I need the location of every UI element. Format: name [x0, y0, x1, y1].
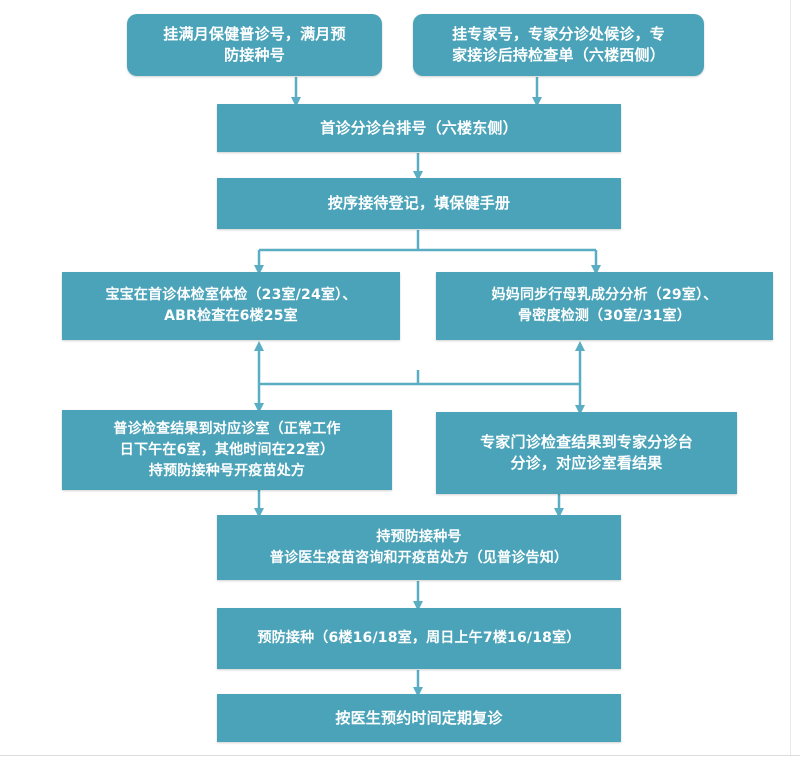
node-routine-register: 挂满月保健普诊号，满月预 防接种号	[127, 14, 382, 76]
node-baby-exam: 宝宝在首诊体检室体检（23室/24室）、 ABR检查在6楼25室	[62, 272, 400, 340]
node-triage-desk: 首诊分诊台排号（六楼东侧）	[217, 104, 621, 152]
node-follow-up: 按医生预约时间定期复诊	[217, 694, 621, 742]
node-vaccination: 预防接种（6楼16/18室，周日上午7楼16/18室）	[217, 608, 621, 669]
node-sequential-registration: 按序接待登记，填保健手册	[217, 178, 621, 229]
node-mother-exam: 妈妈同步行母乳成分分析（29室）、 骨密度检测（30室/31室）	[436, 272, 773, 340]
node-routine-results: 普诊检查结果到对应诊室（正常工作 日下午在6室，其他时间在22室） 持预防接种号…	[62, 410, 392, 490]
node-vaccine-consult: 持预防接种号 普诊医生疫苗咨询和开疫苗处方（见普诊告知）	[217, 515, 621, 580]
page-right-rule	[790, 0, 791, 755]
node-expert-results: 专家门诊检查结果到专家分诊台 分诊，对应诊室看结果	[436, 412, 737, 494]
node-expert-register: 挂专家号，专家分诊处候诊，专 家接诊后持检查单（六楼西侧）	[413, 14, 704, 76]
page-bottom-rule	[0, 755, 800, 756]
